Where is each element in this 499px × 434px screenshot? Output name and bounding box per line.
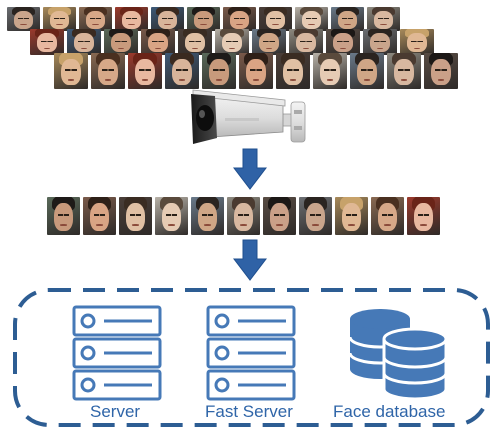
- security-camera-icon: [191, 89, 306, 144]
- face-thumbnail: [276, 53, 310, 89]
- face-thumbnail: [191, 197, 224, 235]
- down-arrow-icon: [233, 148, 267, 190]
- face-thumbnail: [424, 53, 458, 89]
- face-thumbnail: [7, 7, 40, 31]
- face-strip-3: [54, 53, 458, 89]
- face-thumbnail: [313, 53, 347, 89]
- down-arrow-icon: [233, 239, 267, 281]
- face-thumbnail: [79, 7, 112, 31]
- face-thumbnail: [371, 197, 404, 235]
- face-thumbnail: [350, 53, 384, 89]
- face-thumbnail: [47, 197, 80, 235]
- face-thumbnail: [115, 7, 148, 31]
- face-thumbnail: [83, 197, 116, 235]
- face-thumbnail: [400, 29, 434, 55]
- face-thumbnail: [331, 7, 364, 31]
- face-thumbnail: [326, 29, 360, 55]
- face-thumbnail: [155, 197, 188, 235]
- face-thumbnail: [335, 197, 368, 235]
- face-database-icon: [348, 309, 448, 401]
- fast-server-label: Fast Server: [205, 402, 293, 421]
- face-thumbnail: [67, 29, 101, 55]
- face-thumbnail: [141, 29, 175, 55]
- face-thumbnail: [119, 197, 152, 235]
- backend-group-frame: [13, 288, 490, 427]
- face-thumbnail: [43, 7, 76, 31]
- face-strip-1: [7, 7, 400, 31]
- server-label: Server: [90, 402, 141, 421]
- face-thumbnail: [295, 7, 328, 31]
- face-thumbnail: [151, 7, 184, 31]
- face-thumbnail: [259, 7, 292, 31]
- face-strip-2: [30, 29, 434, 55]
- fast-server-icon: [206, 305, 296, 401]
- detected-faces-strip: [47, 197, 440, 235]
- face-database-label: Face database: [333, 402, 446, 421]
- face-thumbnail: [263, 197, 296, 235]
- face-thumbnail: [165, 53, 199, 89]
- face-thumbnail: [104, 29, 138, 55]
- face-thumbnail: [239, 53, 273, 89]
- face-thumbnail: [202, 53, 236, 89]
- face-thumbnail: [407, 197, 440, 235]
- face-thumbnail: [223, 7, 256, 31]
- face-thumbnail: [30, 29, 64, 55]
- face-thumbnail: [91, 53, 125, 89]
- server-icon: [72, 305, 162, 401]
- face-thumbnail: [227, 197, 260, 235]
- face-thumbnail: [387, 53, 421, 89]
- face-thumbnail: [252, 29, 286, 55]
- face-thumbnail: [299, 197, 332, 235]
- face-thumbnail: [215, 29, 249, 55]
- face-thumbnail: [54, 53, 88, 89]
- face-thumbnail: [187, 7, 220, 31]
- face-thumbnail: [289, 29, 323, 55]
- face-thumbnail: [363, 29, 397, 55]
- face-thumbnail: [128, 53, 162, 89]
- face-thumbnail: [178, 29, 212, 55]
- face-thumbnail: [367, 7, 400, 31]
